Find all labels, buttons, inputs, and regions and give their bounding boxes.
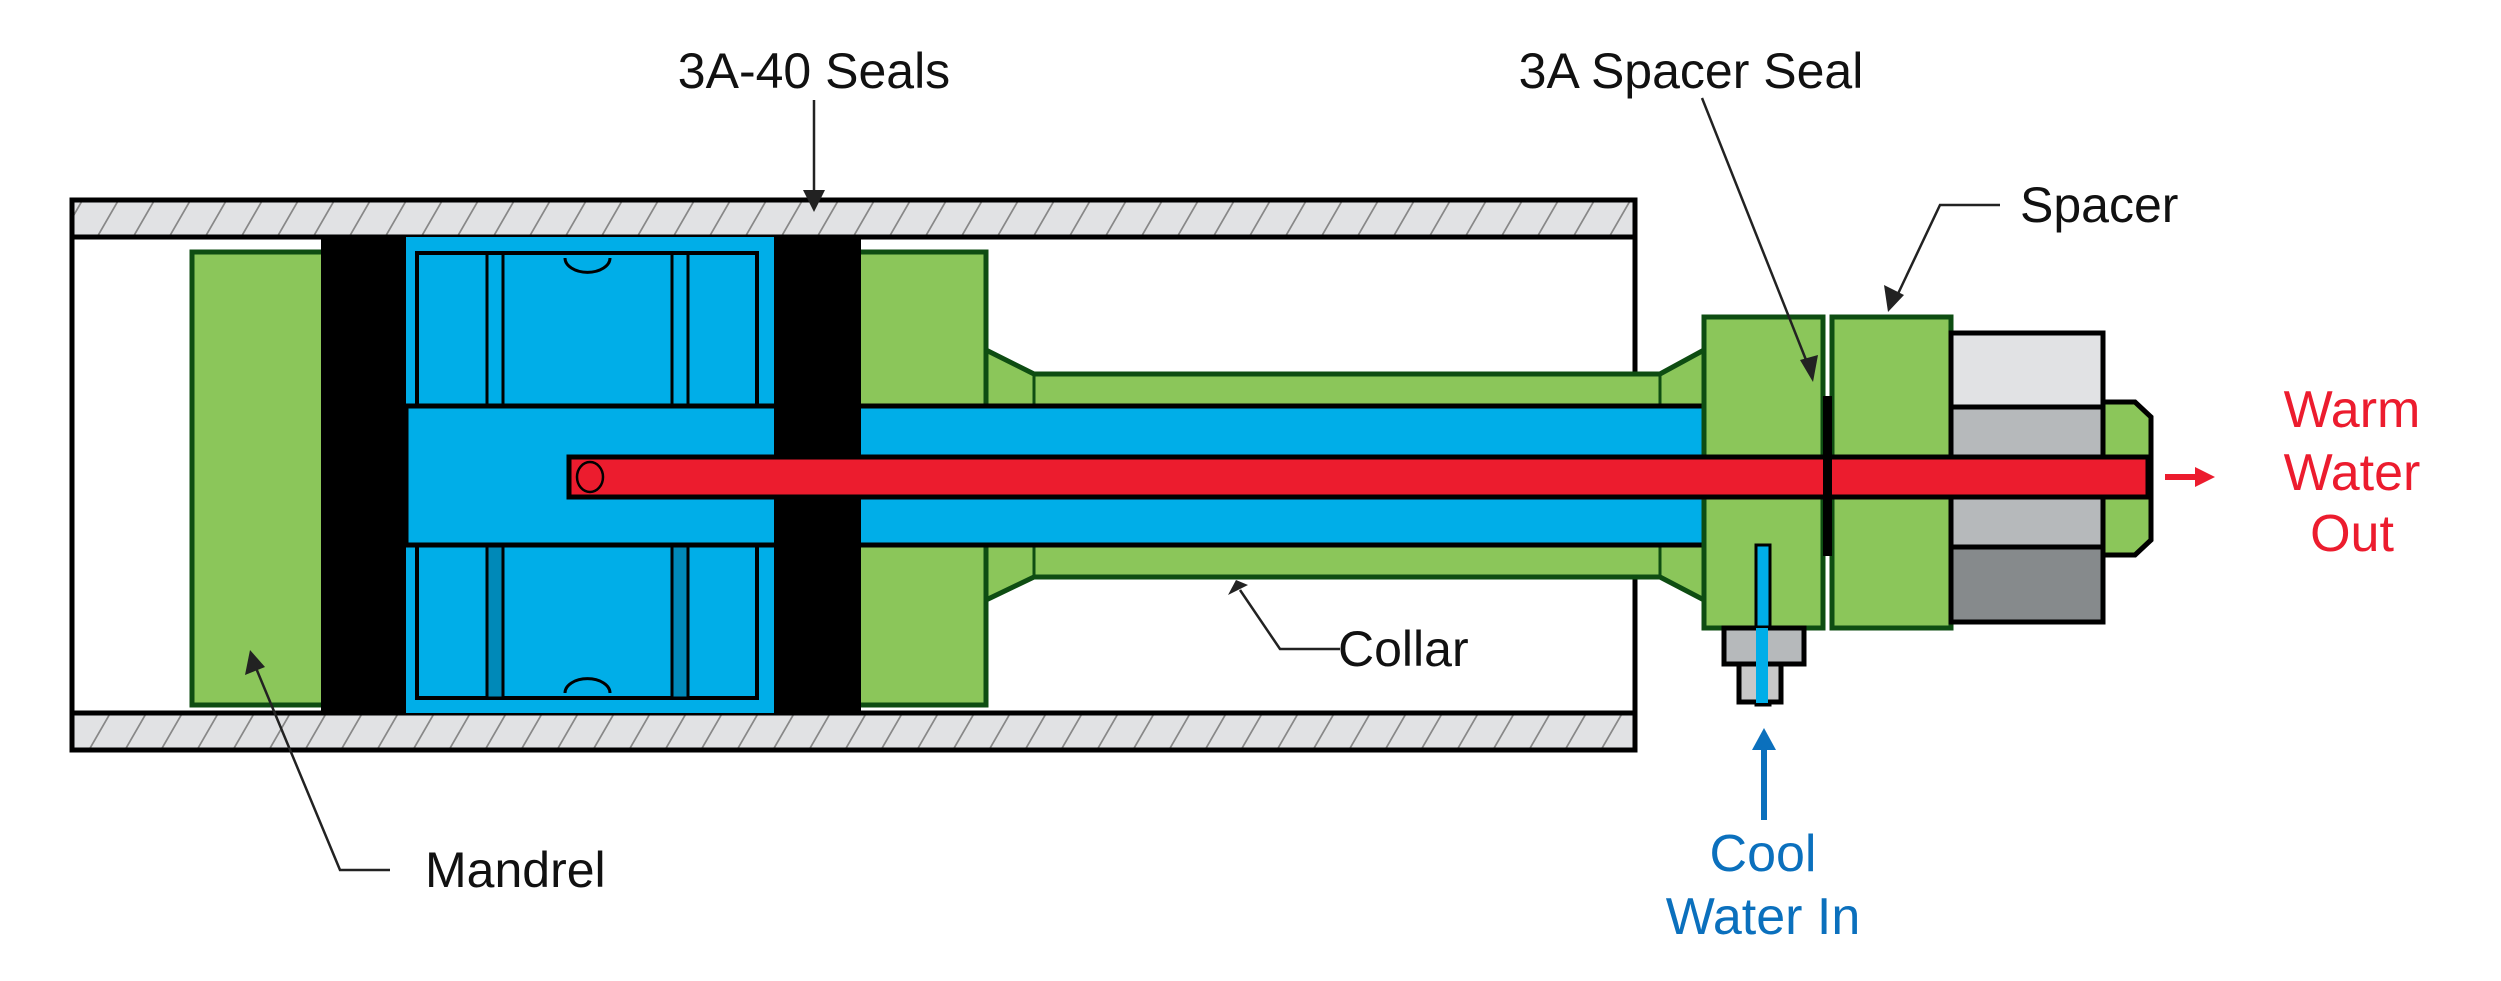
inlet-fitting xyxy=(1721,625,1807,705)
label-cool: Cool xyxy=(1710,825,1817,883)
label-collar: Collar xyxy=(1338,621,1469,677)
label-cool-water-in: Water In xyxy=(1666,888,1861,946)
label-spacer: Spacer xyxy=(2020,177,2178,233)
port-icon xyxy=(575,460,605,494)
label-mandrel: Mandrel xyxy=(425,842,606,898)
warm-water-tube xyxy=(566,454,2151,500)
label-3a-40-seals: 3A-40 Seals xyxy=(678,43,950,99)
label-3a-spacer-seal: 3A Spacer Seal xyxy=(1519,43,1864,99)
label-warm: Warm xyxy=(2284,381,2421,439)
mandrel xyxy=(189,249,335,708)
seal-left xyxy=(321,237,406,713)
label-warm-water: Water xyxy=(2284,444,2421,502)
label-warm-out: Out xyxy=(2310,505,2394,563)
